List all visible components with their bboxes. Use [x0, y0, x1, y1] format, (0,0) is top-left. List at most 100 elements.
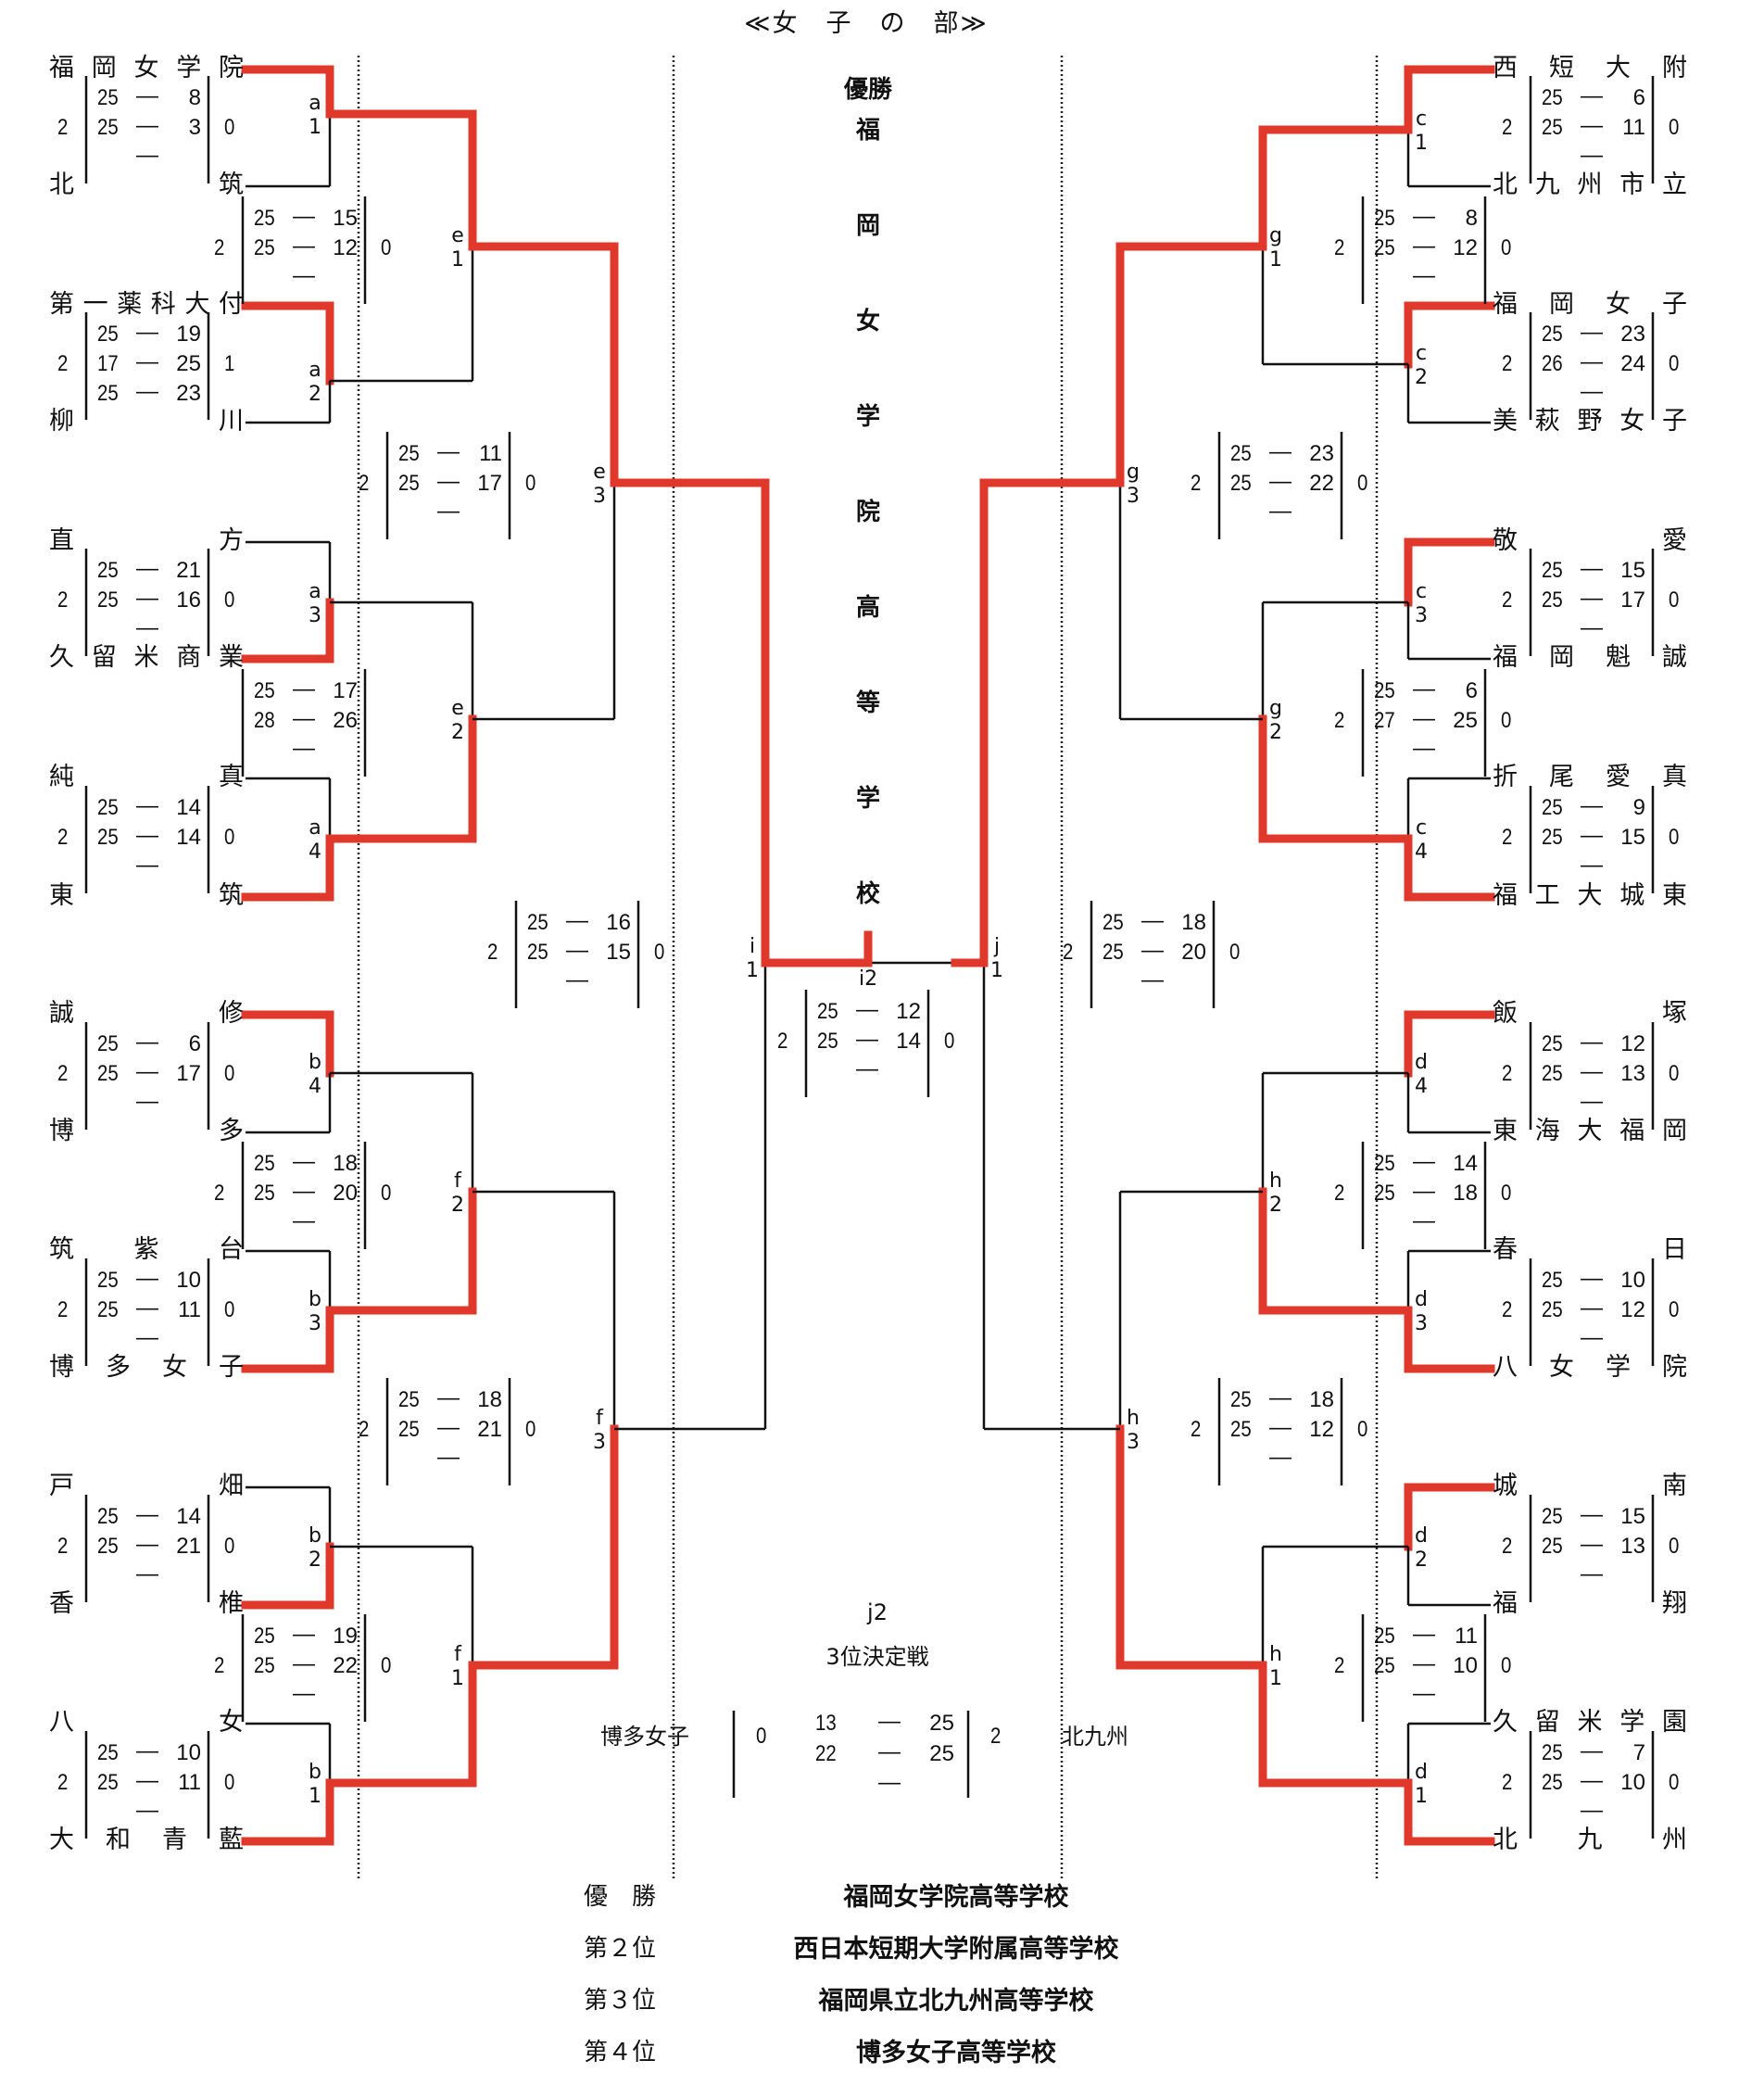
set-score-dash: —: [1581, 1295, 1603, 1321]
set-score-dash: —: [878, 1739, 901, 1764]
set-score-dash: —: [1413, 234, 1435, 259]
result-school: 西日本短期大学附属高等学校: [793, 1935, 1119, 1964]
set-score-right: 10: [1620, 1770, 1645, 1795]
team-name: 誠修: [49, 999, 244, 1028]
result-rank: 優 勝: [584, 1883, 657, 1911]
team-name: 福岡女学院: [49, 54, 244, 82]
sets-won-right: 0: [1501, 708, 1512, 733]
set-score-left: 25: [817, 1029, 838, 1054]
sets-won-right: 0: [1501, 1181, 1512, 1206]
set-score-left: 25: [1542, 558, 1563, 583]
match-label-number: 1: [1269, 1667, 1282, 1690]
team-name: 純真: [49, 763, 244, 791]
match-label-letter: f: [454, 1643, 461, 1666]
sets-won-right: 0: [1357, 1417, 1368, 1442]
set-score-right: 12: [1620, 1031, 1645, 1056]
set-score-dash: —: [1413, 263, 1435, 288]
set-score-left: 25: [1542, 115, 1563, 140]
sets-won-right: 0: [1669, 1297, 1680, 1322]
match-label-letter: a: [309, 580, 321, 603]
match-label-number: 3: [593, 485, 606, 508]
match-label-number: 1: [1415, 132, 1428, 155]
team-name: 西短大附: [1493, 54, 1687, 82]
sets-won-left: 2: [57, 1061, 69, 1086]
team-name: 八女学院: [1493, 1353, 1687, 1382]
set-score-dash: —: [437, 469, 460, 494]
set-score-dash: —: [136, 1561, 158, 1586]
set-score-right: 17: [333, 678, 358, 703]
sets-won-left: 2: [1502, 588, 1513, 613]
sets-won-right: 0: [1357, 471, 1368, 496]
set-score-right: 15: [1620, 1504, 1645, 1529]
set-score-dash: —: [136, 83, 158, 108]
set-score-left: 25: [1542, 795, 1563, 820]
set-score-left: 25: [1374, 1151, 1395, 1176]
set-score-right: 22: [333, 1653, 358, 1678]
sets-won-left: 2: [214, 1653, 225, 1678]
set-score-left: 27: [1374, 708, 1395, 733]
set-score-left: 25: [97, 1740, 119, 1765]
team-name: 久留米学園: [1493, 1708, 1687, 1737]
match-label-number: 3: [309, 604, 321, 627]
team-name: 直方: [49, 526, 244, 555]
set-score-dash: —: [1269, 1385, 1292, 1410]
set-score-right: 18: [1181, 910, 1206, 935]
set-score-right: 19: [333, 1624, 358, 1649]
set-score-right: 11: [479, 441, 502, 466]
set-score-left: 25: [254, 1181, 275, 1206]
sets-won-right: 0: [1501, 1653, 1512, 1678]
set-score-dash: —: [878, 1709, 901, 1734]
set-score-right: 17: [176, 1061, 201, 1086]
set-score-dash: —: [1413, 1149, 1435, 1174]
set-score-right: 14: [896, 1029, 921, 1054]
set-score-right: 18: [1453, 1181, 1478, 1206]
set-score-left: 17: [97, 351, 119, 376]
set-score-right: 24: [1620, 351, 1645, 376]
team-name: 美萩野女子: [1493, 407, 1687, 436]
set-score-left: 25: [398, 1417, 420, 1442]
sets-won-left: 2: [1502, 825, 1513, 850]
set-score-dash: —: [856, 1027, 878, 1052]
match-label-number: 4: [1415, 840, 1428, 864]
set-score-left: 13: [815, 1711, 837, 1736]
set-score-right: 25: [1453, 708, 1478, 733]
set-score-right: 11: [178, 1770, 201, 1795]
set-score-right: 20: [333, 1181, 358, 1206]
champion-name-char: 等: [855, 689, 881, 717]
match-label-letter: j: [993, 935, 1001, 958]
set-score-right: 12: [1309, 1417, 1334, 1442]
match-label-number: 1: [990, 959, 1003, 982]
set-score-dash: —: [136, 1059, 158, 1084]
set-score-right: 23: [1620, 322, 1645, 347]
set-score-right: 12: [896, 999, 921, 1024]
team-name: 博多女子: [49, 1353, 244, 1382]
set-score-dash: —: [1581, 1561, 1603, 1586]
set-score-dash: —: [136, 349, 158, 374]
sets-won-right: 0: [1669, 1534, 1680, 1559]
team-name: 敬愛: [1493, 526, 1687, 555]
set-score-left: 25: [97, 825, 119, 850]
match-label-letter: c: [1415, 342, 1428, 365]
set-score-right: 18: [1309, 1387, 1334, 1412]
set-score-right: 22: [1309, 471, 1334, 496]
set-score-right: 17: [477, 471, 502, 496]
sets-won-right: 0: [224, 825, 235, 850]
set-score-dash: —: [1413, 1208, 1435, 1233]
team-name: 北筑: [49, 171, 244, 199]
champion-name-char: 学: [855, 785, 881, 813]
champion-name-char: 福: [855, 117, 881, 145]
team-name: 博多: [49, 1117, 244, 1145]
set-score-dash: —: [1581, 113, 1603, 138]
match-label-number: 2: [1415, 366, 1428, 389]
sets-won-left: 2: [57, 115, 69, 140]
match-label-letter: h: [1269, 1169, 1282, 1193]
match-label-number: 4: [309, 840, 321, 864]
team-name: 福工大城東: [1493, 881, 1687, 910]
set-score-dash: —: [1581, 586, 1603, 611]
sets-won-right: 0: [381, 235, 392, 260]
sets-won-right: 0: [1501, 235, 1512, 260]
match-label-number: 2: [1269, 721, 1282, 744]
set-score-left: 25: [1542, 1031, 1563, 1056]
result-rank: 第３位: [584, 1987, 657, 2015]
match-label-letter: b: [309, 1524, 321, 1548]
